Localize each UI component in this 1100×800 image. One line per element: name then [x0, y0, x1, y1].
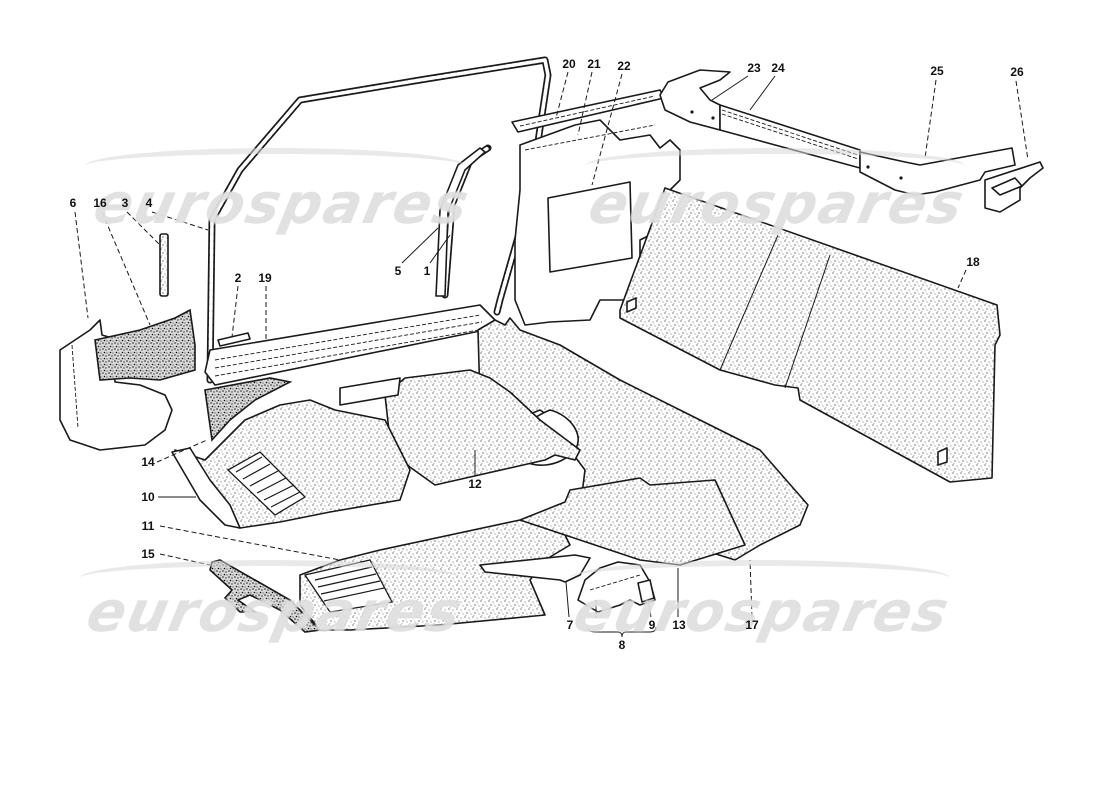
rear-bulkhead-carpet-part-18[interactable] — [619, 187, 1001, 483]
kick-panel-part-6[interactable] — [59, 319, 173, 451]
pillar-seal-part-1[interactable] — [441, 144, 492, 299]
callout-part-26[interactable]: 26 — [1010, 65, 1024, 79]
callout-part-19[interactable]: 19 — [258, 271, 272, 285]
quarter-trim-board-part-22[interactable] — [547, 181, 633, 273]
rear-trim-corner-part-25[interactable] — [859, 147, 1016, 196]
callout-part-10[interactable]: 10 — [141, 490, 155, 504]
callout-part-11[interactable]: 11 — [141, 519, 155, 533]
rear-trim-rail-part-24[interactable] — [719, 104, 861, 169]
callout-part-4[interactable]: 4 — [145, 196, 153, 210]
handbrake-boot-part-7[interactable] — [479, 554, 591, 583]
console-clip-part-9[interactable] — [637, 579, 655, 603]
callout-part-23[interactable]: 23 — [747, 61, 761, 75]
callout-part-21[interactable]: 21 — [587, 57, 601, 71]
callout-part-22[interactable]: 22 — [617, 59, 631, 73]
callout-part-25[interactable]: 25 — [930, 64, 944, 78]
callout-part-1[interactable]: 1 — [423, 264, 431, 278]
callout-part-8[interactable]: 8 — [618, 638, 626, 652]
callout-part-17[interactable]: 17 — [745, 618, 759, 632]
rear-trim-corner-part-23[interactable] — [659, 69, 731, 131]
pillar-seal-part-5[interactable] — [435, 147, 486, 297]
trim-strip-part-2[interactable] — [217, 332, 251, 347]
leader-lines — [74, 71, 1029, 638]
callout-part-12[interactable]: 12 — [468, 477, 482, 491]
heel-pad-grille-10 — [226, 451, 307, 516]
callout-part-15[interactable]: 15 — [141, 547, 155, 561]
callout-part-7[interactable]: 7 — [566, 618, 574, 632]
callout-part-6[interactable]: 6 — [69, 196, 77, 210]
footwell-carpet-part-16[interactable] — [94, 308, 196, 381]
callout-part-18[interactable]: 18 — [966, 255, 980, 269]
callout-part-24[interactable]: 24 — [771, 61, 785, 75]
callout-part-13[interactable]: 13 — [672, 618, 686, 632]
rear-trim-bracket-part-26[interactable] — [984, 161, 1044, 213]
callout-part-5[interactable]: 5 — [394, 264, 402, 278]
callout-part-16[interactable]: 16 — [93, 196, 107, 210]
trim-strip-part-3[interactable] — [159, 233, 169, 297]
sill-trim-part-15[interactable] — [209, 559, 322, 633]
callout-part-9[interactable]: 9 — [648, 618, 656, 632]
callout-part-3[interactable]: 3 — [121, 196, 129, 210]
front-carpet-part-12[interactable] — [339, 369, 581, 486]
callout-part-20[interactable]: 20 — [562, 57, 576, 71]
callout-part-14[interactable]: 14 — [141, 455, 155, 469]
callout-part-2[interactable]: 2 — [234, 271, 242, 285]
door-sill-trim-part-19[interactable] — [204, 304, 496, 386]
driver-carpet-part-10[interactable] — [171, 399, 411, 529]
sill-carpet-part-14[interactable] — [204, 377, 293, 442]
